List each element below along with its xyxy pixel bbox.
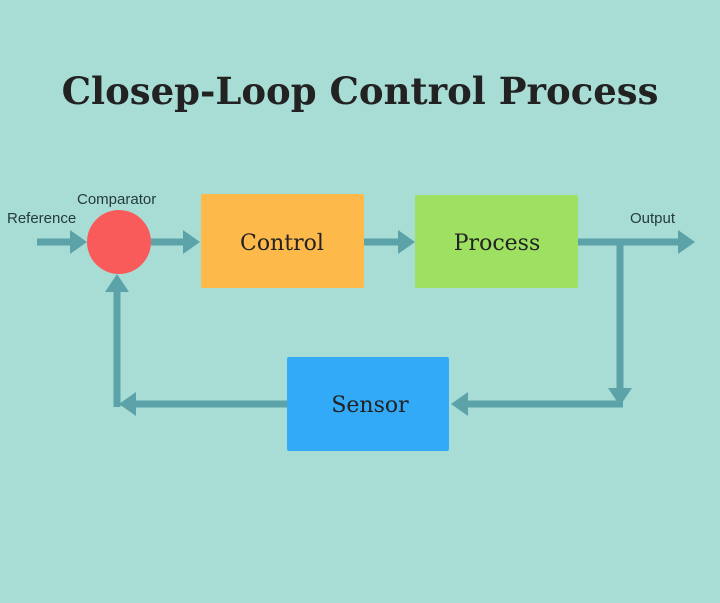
control-label: Control bbox=[240, 231, 324, 256]
comparator-to-control-arrow bbox=[151, 230, 200, 254]
sensor-to-comparator-arrow bbox=[105, 274, 287, 416]
feedback-to-sensor-arrow bbox=[451, 392, 623, 416]
comparator-label: Comparator bbox=[77, 191, 156, 208]
control-to-process-arrow bbox=[364, 230, 415, 254]
process-block: Process bbox=[415, 195, 578, 288]
reference-label: Reference bbox=[7, 210, 76, 227]
sensor-block: Sensor bbox=[287, 357, 449, 451]
reference-arrow bbox=[37, 230, 87, 254]
diagram-title: Closep-Loop Control Process bbox=[62, 69, 659, 113]
output-arrow bbox=[578, 230, 695, 254]
output-label: Output bbox=[630, 210, 676, 227]
feedback-down-arrow bbox=[608, 242, 632, 406]
control-block: Control bbox=[201, 194, 364, 288]
process-label: Process bbox=[454, 231, 541, 256]
sensor-label: Sensor bbox=[331, 393, 409, 418]
comparator-node bbox=[87, 210, 151, 274]
